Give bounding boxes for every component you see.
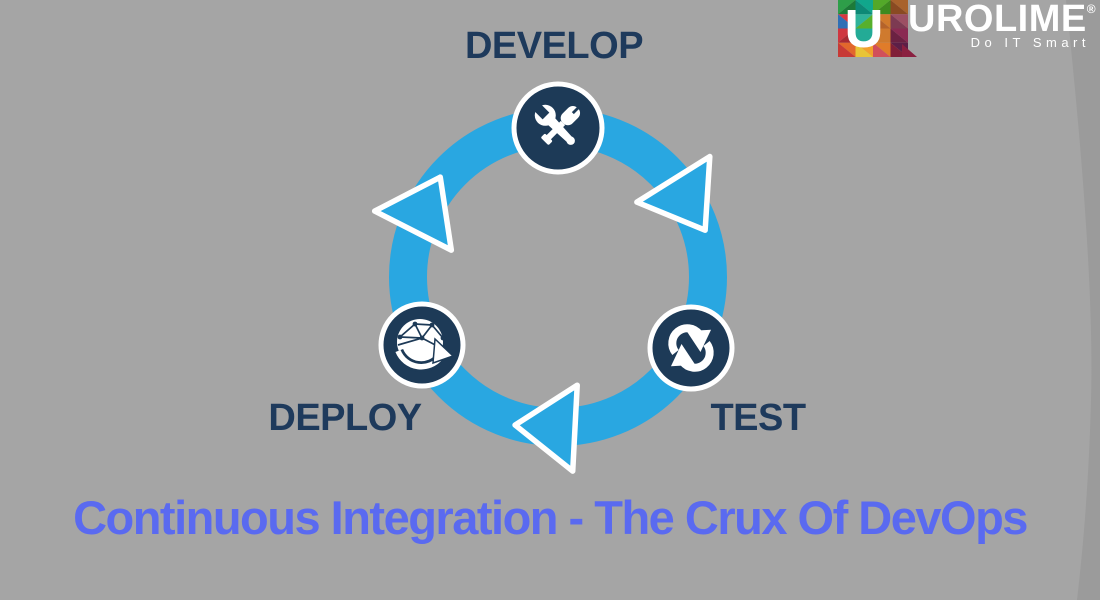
brand-name: UROLIME®: [908, 0, 1096, 38]
stage-label-deploy: DEPLOY: [268, 397, 422, 439]
stage-label-develop: DEVELOP: [464, 25, 644, 67]
urolime-logo-mark: U: [838, 0, 917, 59]
arrow-develop-to-test-icon: [634, 153, 713, 233]
tools-icon: [511, 81, 605, 175]
background-band: [1066, 0, 1100, 600]
stage-label-test: TEST: [710, 397, 806, 439]
registered-mark: ®: [1086, 2, 1096, 16]
sync-icon: [647, 304, 735, 392]
arrow-test-to-deploy-icon: [512, 382, 580, 474]
brand-tagline: Do IT Smart: [970, 35, 1090, 50]
globe-icon: [378, 301, 466, 389]
page-title: Continuous Integration - The Crux Of Dev…: [73, 491, 1028, 544]
brand-text: UROLIME: [908, 0, 1087, 40]
arrow-deploy-to-develop-icon: [371, 174, 455, 253]
cycle-arrow-icons: [371, 153, 713, 474]
logo-letter: U: [845, 0, 884, 59]
